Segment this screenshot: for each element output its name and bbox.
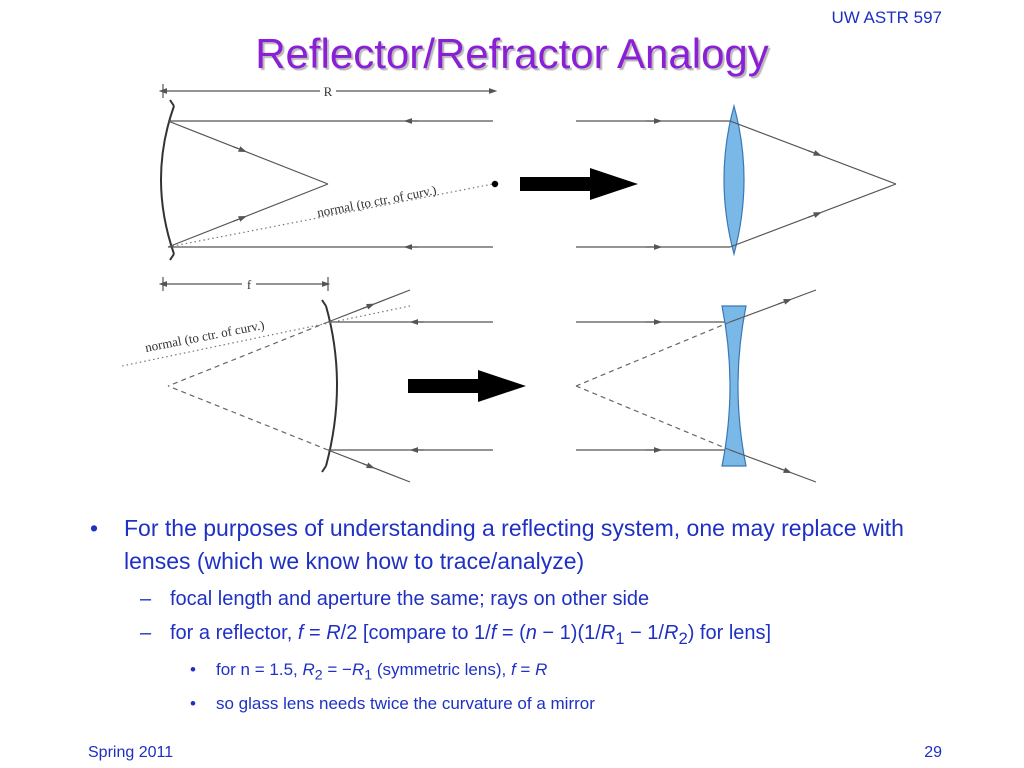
concave-mirror-group: R normal (to ctr. of curv.) f [158, 84, 499, 292]
concave-lens [721, 305, 747, 467]
slide-title: Reflector/Refractor Analogy [255, 30, 769, 77]
lens-diverging-ray-lower [729, 449, 817, 483]
reflected-ray-top [167, 120, 329, 185]
center-of-curvature-dot [491, 180, 499, 188]
focal-label: f [247, 277, 252, 292]
lens-virtual-ray-lower [575, 385, 731, 451]
bullet-list: •For the purposes of understanding a ref… [84, 512, 964, 715]
virtual-ray-upper [167, 321, 329, 387]
normal-label-bottom: normal (to ctr. of curv.) [144, 317, 266, 355]
footer-date: Spring 2011 [88, 744, 174, 761]
course-label: UW ASTR 597 [831, 8, 942, 27]
lens-virtual-ray-upper [575, 321, 731, 387]
slide-number: 29 [924, 744, 942, 761]
bullet-sub-1: –focal length and aperture the same; ray… [140, 588, 650, 610]
convex-lens-group [576, 103, 897, 257]
concave-lens-group [575, 289, 817, 483]
bullet-sub-2-2: •so glass lens needs twice the curvature… [190, 694, 595, 714]
convex-lens [723, 103, 745, 257]
equivalence-arrow-bottom [408, 370, 526, 402]
optics-diagram: R normal (to ctr. of curv.) f [121, 84, 897, 483]
bullet-main: •For the purposes of understanding a ref… [90, 515, 904, 574]
lens-diverging-ray-upper [729, 289, 817, 323]
virtual-ray-lower [167, 385, 329, 451]
normal-line-top [167, 183, 494, 248]
convex-mirror [325, 305, 338, 467]
bullet-sub-2-1: •for n = 1.5, R2 = −R1 (symmetric lens),… [190, 660, 548, 684]
bullet-sub-2: –for a reflector, f = R/2 [compare to 1/… [140, 622, 772, 648]
reflected-ray-bottom [167, 183, 329, 248]
concave-mirror [160, 105, 175, 255]
radius-label: R [324, 84, 333, 99]
equivalence-arrow-top [520, 168, 638, 200]
normal-label-top: normal (to ctr. of curv.) [316, 182, 438, 220]
